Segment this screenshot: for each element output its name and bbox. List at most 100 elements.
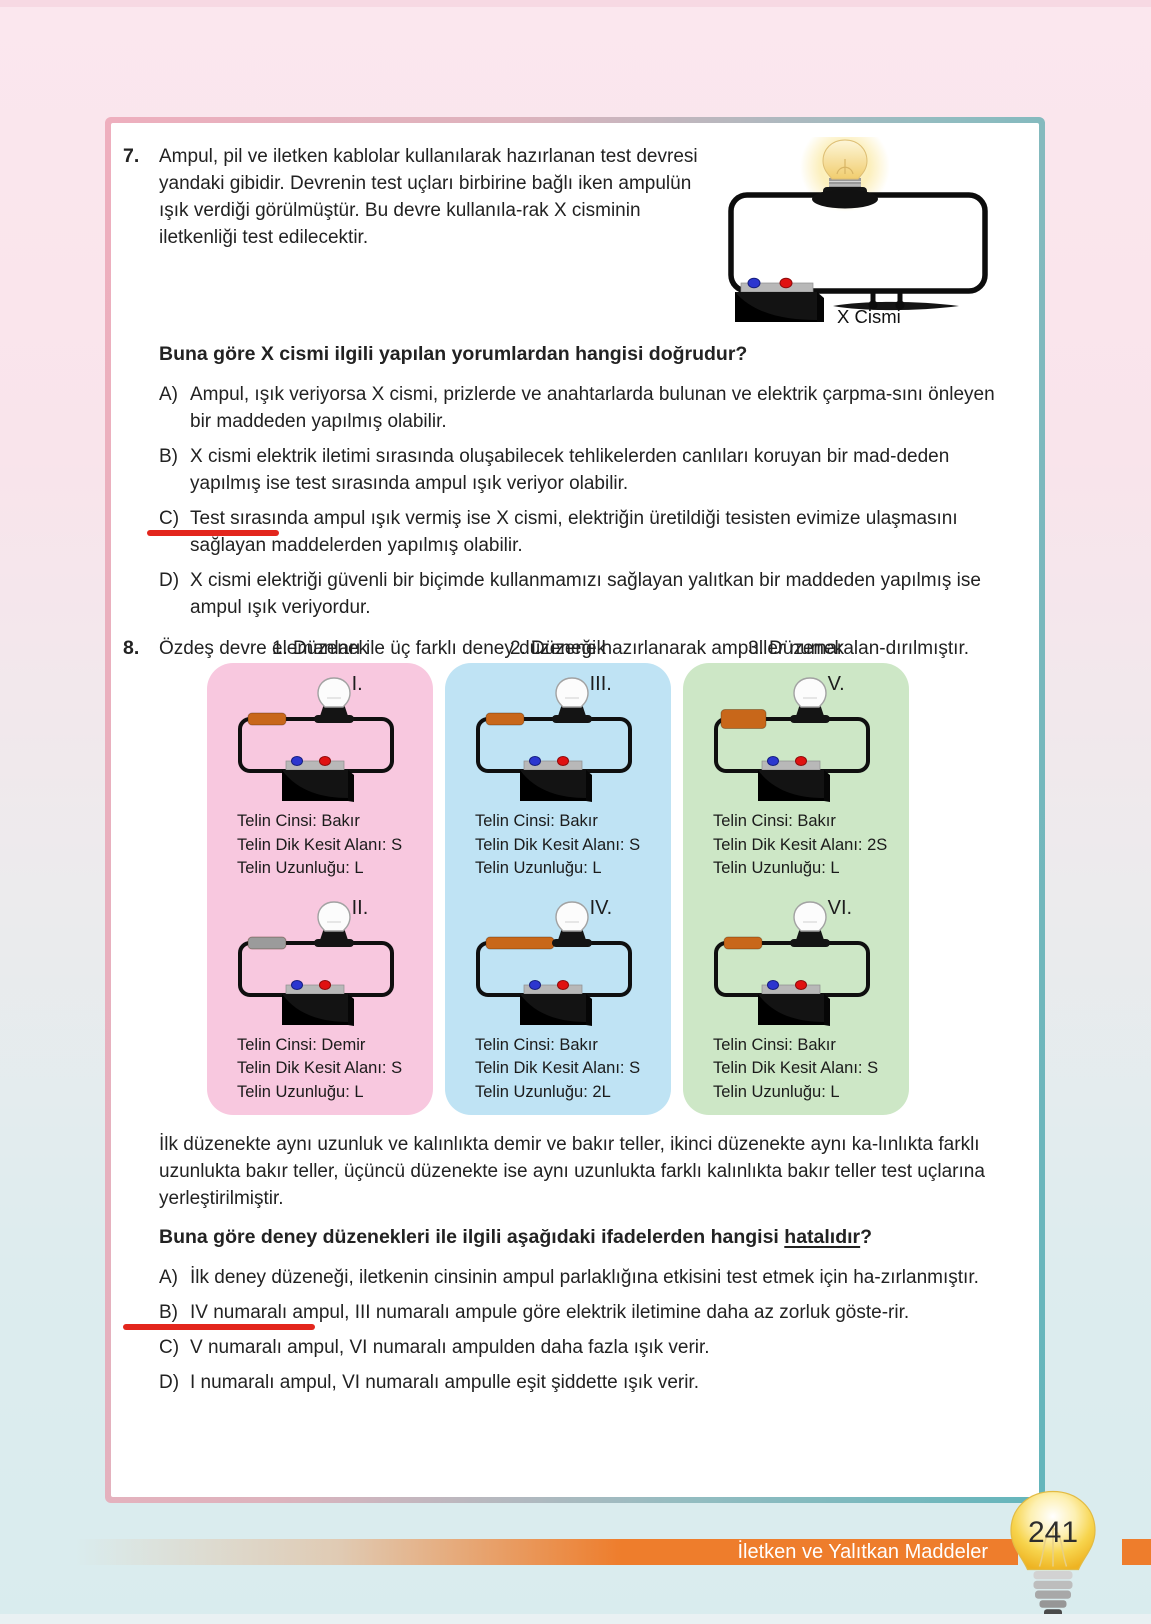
battery-positive-terminal <box>795 756 807 766</box>
option-marker: B) <box>159 1302 178 1323</box>
battery-negative-terminal <box>291 979 303 990</box>
circuit-card-5: V. Telin Cinsi: Bakır Telin Dik Kesit Al… <box>683 671 909 881</box>
circuit-diagram <box>714 677 870 802</box>
bulb-numeral: V. <box>827 673 845 695</box>
circuit-diagram <box>238 900 394 1026</box>
wire-cross-section-label: Telin Dik Kesit Alanı: S <box>237 1059 403 1077</box>
content-panel: 7. Ampul, pil ve iletken kablolar kullan… <box>111 123 1039 1497</box>
bulb-numeral: I. <box>351 673 363 695</box>
circuit-card-2: II. Telin Cinsi: Demir Telin Dik Kesit A… <box>207 895 433 1105</box>
lightbulb-icon <box>1010 1490 1096 1617</box>
wire-cross-section-label: Telin Dik Kesit Alanı: S <box>237 835 403 854</box>
option-text: İlk deney düzeneği, iletkenin cinsinin a… <box>190 1267 979 1288</box>
bulb-socket <box>552 938 592 947</box>
battery-positive-terminal <box>319 756 331 766</box>
battery-negative-terminal <box>747 277 761 289</box>
option-text: Ampul, ışık veriyorsa X cismi, prizlerde… <box>190 384 995 432</box>
option-d: D) I numaralı ampul, VI numaralı ampulle… <box>159 1369 1013 1396</box>
bulb-socket <box>790 938 830 947</box>
bulb-screw <box>829 178 861 188</box>
wire-kind-label: Telin Cinsi: Bakır <box>475 812 598 830</box>
option-marker: D) <box>159 1372 180 1393</box>
wire-segment <box>723 936 763 949</box>
stem-underlined-word: hatalıdır <box>784 1226 861 1248</box>
question-8-paragraph: İlk düzenekte aynı uzunluk ve kalınlıkta… <box>159 1134 985 1209</box>
battery-positive-terminal <box>319 979 331 990</box>
option-marker: C) <box>159 1337 180 1358</box>
question-7-options: A) Ampul, ışık veriyorsa X cismi, prizle… <box>147 381 1013 621</box>
question-7-stem: Buna göre X cismi ilgili yapılan yorumla… <box>159 343 748 365</box>
content-panel-frame: 7. Ampul, pil ve iletken kablolar kullan… <box>105 117 1045 1503</box>
bulb-socket <box>790 715 830 723</box>
page-number-bulb: 241 <box>1000 1490 1106 1622</box>
footer-chapter-bar: İletken ve Yalıtkan Maddeler <box>74 1539 1018 1565</box>
setup-2-title: 2. Düzenek <box>509 638 607 659</box>
bulb-socket <box>314 938 354 947</box>
bulb-socket <box>314 715 354 723</box>
stem-prefix: Buna göre deney düzenekleri ile ilgili a… <box>159 1226 785 1248</box>
bulb-numeral: IV. <box>589 896 613 919</box>
wire-length-label: Telin Uzunluğu: L <box>475 859 602 877</box>
option-text: V numaralı ampul, VI numaralı ampulden d… <box>190 1337 710 1358</box>
battery-negative-terminal <box>529 756 541 766</box>
wire-properties: Telin Cinsi: Demir Telin Dik Kesit Alanı… <box>207 1034 433 1105</box>
option-marker: B) <box>159 446 178 467</box>
wire-kind-label: Telin Cinsi: Bakır <box>475 1035 598 1054</box>
option-a: A) Ampul, ışık veriyorsa X cismi, prizle… <box>159 381 1004 435</box>
question-8: 8. Özdeş devre elemanları ile üç farklı … <box>121 635 1013 1396</box>
option-d: D) X cismi elektriği güvenli bir biçimde… <box>159 567 1004 621</box>
circuit-card-6: VI. Telin Cinsi: Bakır Telin Dik Kesit A… <box>683 895 909 1105</box>
option-marker: D) <box>159 570 180 591</box>
circuit-card-3: III. Telin Cinsi: Bakır Telin Dik Kesit … <box>445 671 671 881</box>
question-7-intro: Ampul, pil ve iletken kablolar kullanıla… <box>159 146 698 248</box>
question-8-number: 8. <box>123 637 140 659</box>
question-8-intro: Özdeş devre elemanları ile üç farklı den… <box>159 638 969 659</box>
battery-negative-terminal <box>529 979 541 990</box>
bulb-numeral: III. <box>589 673 612 695</box>
chapter-title: İletken ve Yalıtkan Maddeler <box>737 1541 988 1563</box>
bulb-icon <box>317 677 351 708</box>
wire-properties: Telin Cinsi: Bakır Telin Dik Kesit Alanı… <box>445 1034 671 1105</box>
option-b: B) IV numaralı ampul, III numaralı ampul… <box>123 1299 1013 1330</box>
battery-negative-terminal <box>291 756 303 766</box>
answer-underline-mark <box>147 530 279 536</box>
bulb-icon <box>793 677 827 708</box>
option-text: IV numaralı ampul, III numaralı ampule g… <box>190 1302 910 1323</box>
experiment-setups: 1. Düzenek I. Telin Cinsi: Bakır Telin D… <box>207 635 909 1115</box>
question-8-stem: Buna göre deney düzenekleri ile ilgili a… <box>159 1224 1013 1251</box>
setup-1-title: 1. Düzenek <box>271 638 369 659</box>
option-c: C) V numaralı ampul, VI numaralı ampulde… <box>159 1334 1013 1361</box>
wire-segment <box>247 712 287 726</box>
setup-3: 3. Düzenek V. Telin Cinsi: Bakır Telin D… <box>683 635 909 1115</box>
question-7: 7. Ampul, pil ve iletken kablolar kullan… <box>121 137 1013 621</box>
option-text: X cismi elektrik iletimi sırasında oluşa… <box>190 446 950 494</box>
option-text: I numaralı ampul, VI numaralı ampulle eş… <box>190 1372 699 1393</box>
bulb-icon <box>793 900 827 932</box>
wire-length-label: Telin Uzunluğu: L <box>713 1082 840 1101</box>
circuit-diagram <box>476 900 632 1026</box>
wire-cross-section-label: Telin Dik Kesit Alanı: S <box>475 1059 641 1077</box>
bottom-edge-strip <box>0 1614 1151 1624</box>
question-7-number: 7. <box>123 145 140 167</box>
wire-cross-section-label: Telin Dik Kesit Alanı: S <box>475 835 641 854</box>
wire-kind-label: Telin Cinsi: Bakır <box>713 1035 836 1054</box>
battery-negative-terminal <box>767 756 779 766</box>
question-7-top-row: Ampul, pil ve iletken kablolar kullanıla… <box>159 137 1013 329</box>
option-b: B) X cismi elektrik iletimi sırasında ol… <box>159 443 1004 497</box>
bulb-numeral: VI. <box>827 896 853 919</box>
setup-1: 1. Düzenek I. Telin Cinsi: Bakır Telin D… <box>207 635 433 1115</box>
wire-cross-section-label: Telin Dik Kesit Alanı: S <box>713 1059 879 1077</box>
wire-length-label: Telin Uzunluğu: 2L <box>475 1082 611 1101</box>
setup-2-box: III. Telin Cinsi: Bakır Telin Dik Kesit … <box>445 663 671 1115</box>
wire-segment <box>485 712 525 726</box>
test-circuit-diagram <box>728 137 988 322</box>
question-7-circuit-figure: X Cismi <box>721 137 1013 329</box>
wire-segment <box>485 936 555 949</box>
bulb-socket <box>552 715 592 723</box>
wire-cross-section-label: Telin Dik Kesit Alanı: 2S <box>713 835 888 854</box>
page-number: 241 <box>1027 1516 1079 1549</box>
answer-underline-mark <box>123 1324 315 1330</box>
setup-3-title: 3. Düzenek <box>747 638 845 659</box>
battery-positive-terminal <box>795 979 807 990</box>
